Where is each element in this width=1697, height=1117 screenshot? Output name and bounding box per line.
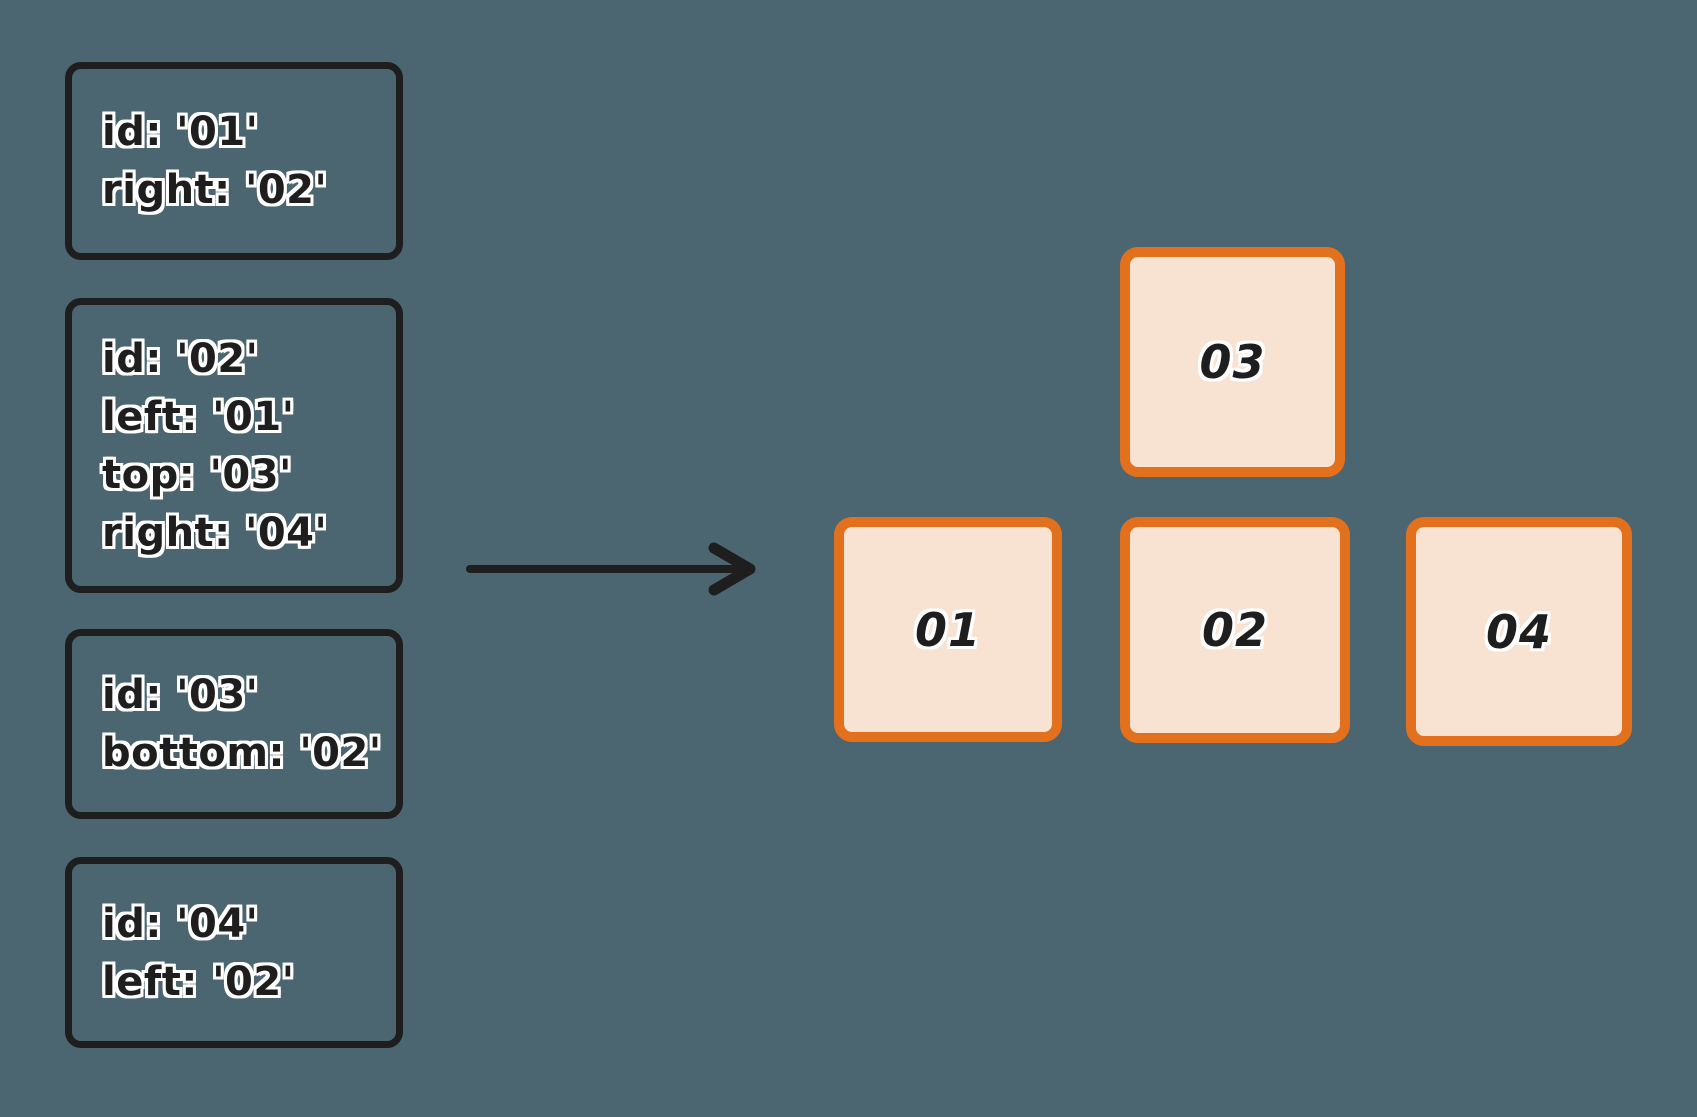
spec-card-02-line-left: left: '01'	[102, 393, 295, 440]
spec-card-01-line-right: right: '02'	[102, 167, 328, 213]
spec-card-03: id: '03' bottom: '02'	[65, 629, 403, 819]
spec-card-02-line-top: top: '03'	[102, 451, 292, 498]
spec-card-02-line-id: id: '02'	[102, 335, 259, 382]
layout-node-02-label: 02	[1201, 603, 1268, 657]
layout-node-01-label: 01	[914, 602, 981, 657]
spec-card-03-line-id: id: '03'	[102, 672, 259, 718]
spec-card-01-line-id: id: '01'	[102, 109, 259, 155]
spec-card-03-line-bottom: bottom: '02'	[102, 730, 382, 776]
spec-card-02-line-right: right: '04'	[102, 509, 328, 556]
layout-node-02: 02	[1120, 517, 1350, 743]
layout-node-04: 04	[1406, 517, 1632, 746]
spec-card-04-line-id: id: '04'	[102, 900, 259, 947]
spec-card-04: id: '04' left: '02'	[65, 857, 403, 1048]
spec-card-02: id: '02' left: '01' top: '03' right: '04…	[65, 298, 403, 593]
layout-node-01: 01	[834, 517, 1062, 742]
layout-node-03-label: 03	[1199, 335, 1266, 389]
layout-node-04-label: 04	[1485, 604, 1552, 659]
spec-card-04-line-left: left: '02'	[102, 958, 295, 1005]
spec-card-01: id: '01' right: '02'	[65, 62, 403, 260]
layout-node-03: 03	[1120, 247, 1345, 477]
right-arrow-icon	[466, 542, 756, 596]
